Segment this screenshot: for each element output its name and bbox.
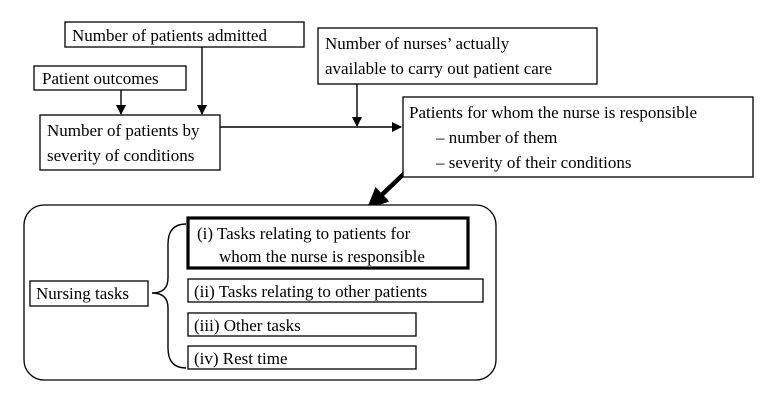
task-iv-label: (iv) Rest time: [194, 349, 287, 368]
patients-by-severity-line2: severity of conditions: [47, 146, 194, 165]
patient-outcomes-box: Patient outcomes: [33, 65, 187, 91]
nursing-tasks-box: Nursing tasks: [29, 280, 149, 307]
patients-admitted-box: Number of patients admitted: [64, 21, 305, 48]
patients-by-severity-line1: Number of patients by: [47, 121, 200, 140]
patients-admitted-label: Number of patients admitted: [72, 26, 267, 45]
nursing-tasks-label: Nursing tasks: [36, 284, 129, 303]
nurses-available-line1: Number of nurses’ actually: [325, 34, 510, 53]
patients-responsible-count: – number of them: [435, 128, 557, 147]
patients-by-severity-box: Number of patients by severity of condit…: [39, 114, 221, 171]
patients-responsible-severity: – severity of their conditions: [435, 153, 631, 172]
patient-outcomes-label: Patient outcomes: [42, 69, 159, 88]
nurses-available-line2: available to carry out patient care: [325, 59, 552, 78]
task-iii-label: (iii) Other tasks: [194, 316, 301, 335]
patients-responsible-title: Patients for whom the nurse is responsib…: [409, 103, 697, 122]
curly-brace: [151, 223, 187, 369]
task-rest-time-box: (iv) Rest time: [187, 345, 417, 370]
task-i-line2: whom the nurse is responsible: [219, 247, 425, 266]
task-patients-responsible-box: (i) Tasks relating to patients for whom …: [186, 216, 470, 270]
task-other-patients-box: (ii) Tasks relating to other patients: [187, 278, 484, 303]
nurses-available-box: Number of nurses’ actually available to …: [317, 27, 598, 85]
patients-responsible-box: Patients for whom the nurse is responsib…: [402, 96, 754, 178]
task-other-tasks-box: (iii) Other tasks: [187, 312, 417, 337]
task-ii-label: (ii) Tasks relating to other patients: [194, 282, 427, 301]
task-i-line1: (i) Tasks relating to patients for: [197, 224, 411, 243]
